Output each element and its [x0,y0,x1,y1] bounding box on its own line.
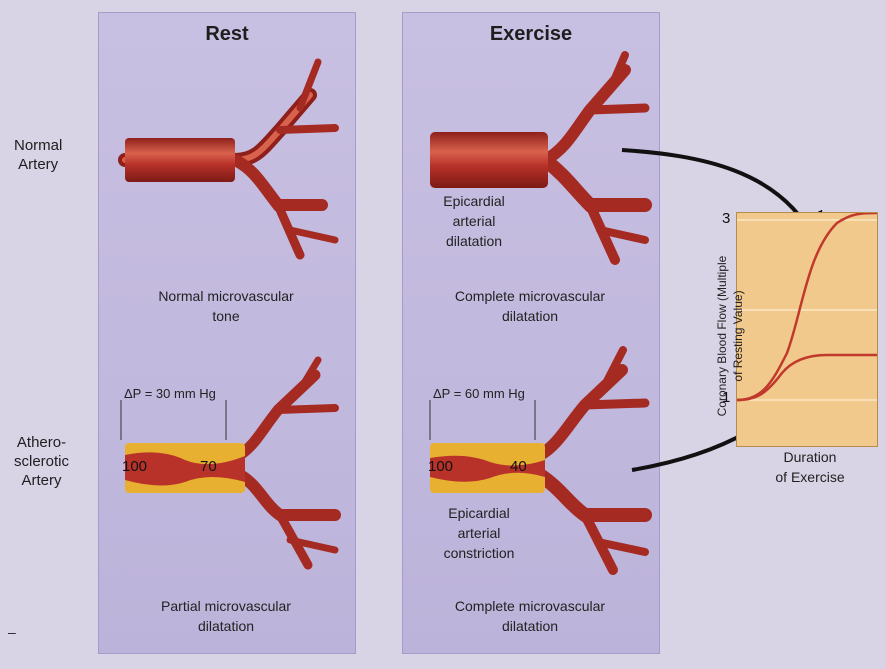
rest-athero-artery [240,360,335,565]
annotation-line: arterial [424,523,534,543]
rest-pressure-in: 100 [122,458,147,475]
caption-line: Normal microvascular [110,286,342,306]
graph-plot [737,213,877,446]
caption-line: Complete microvascular [414,596,646,616]
x-axis-label: Duration of Exercise [750,447,870,487]
footnote-mark: – [8,622,16,642]
caption-line: dilatation [110,616,342,636]
exercise-normal-artery [545,55,645,260]
y-axis-label-line: Coronary Blood Flow (Multiple [714,241,730,431]
caption-line: dilatation [414,616,646,636]
y-axis-label-line: of Resting Value) [730,241,746,431]
exercise-pressure-label: ΔP = 60 mm Hg [433,384,525,404]
epicardial-constriction-annotation: Epicardial arterial constriction [424,503,534,563]
annotation-line: Epicardial [424,191,524,211]
blood-flow-graph [736,212,878,447]
annotation-line: arterial [424,211,524,231]
annotation-line: Epicardial [424,503,534,523]
rest-pressure-label: ΔP = 30 mm Hg [124,384,216,404]
exercise-pressure-bracket [430,400,535,440]
exercise-normal-caption: Complete microvascular dilatation [414,286,646,326]
annotation-line: dilatation [424,231,524,251]
exercise-pressure-out: 40 [510,458,527,475]
rest-athero-caption: Partial microvascular dilatation [110,596,342,636]
caption-line: Partial microvascular [110,596,342,616]
epicardial-dilatation-annotation: Epicardial arterial dilatation [424,191,524,251]
x-axis-label-line: Duration [750,447,870,467]
caption-line: tone [110,306,342,326]
caption-line: dilatation [414,306,646,326]
rest-pressure-bracket [121,400,226,440]
y-tick-3: 3 [722,210,730,227]
y-axis-label: Coronary Blood Flow (Multiple of Resting… [714,241,750,431]
x-axis-label-line: of Exercise [750,467,870,487]
rest-normal-caption: Normal microvascular tone [110,286,342,326]
caption-line: Complete microvascular [414,286,646,306]
rest-pressure-out: 70 [200,458,217,475]
exercise-pressure-in: 100 [428,458,453,475]
rest-normal-trunk [125,138,235,182]
normal-artery-curve [737,213,877,400]
exercise-athero-artery [540,350,645,570]
exercise-normal-trunk [430,132,548,188]
annotation-line: constriction [424,543,534,563]
exercise-athero-caption: Complete microvascular dilatation [414,596,646,636]
